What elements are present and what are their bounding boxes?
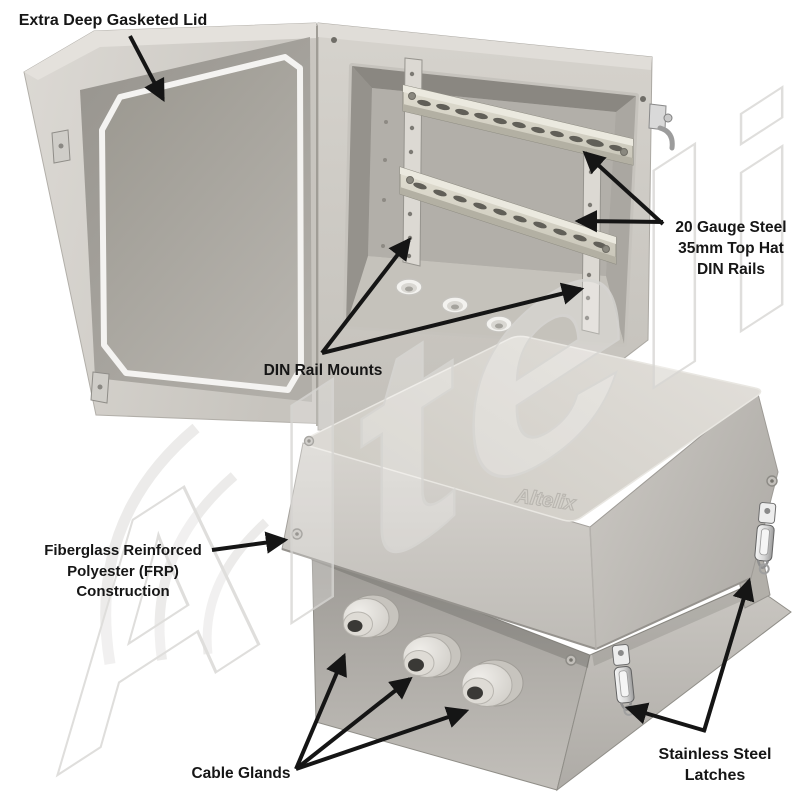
open-body-latch [648, 103, 675, 151]
arrow-gland-1 [294, 652, 347, 770]
arrow-din-mount-left [320, 237, 412, 355]
closed-enclosure: Altelix [281, 335, 792, 792]
callout-gasketed-lid: Extra Deep Gasketed Lid [8, 10, 218, 31]
callout-cable-glands-label: Cable Glands [191, 765, 291, 782]
arrow-din-rail-bottom [574, 210, 664, 233]
arrow-gasketed-lid [128, 35, 165, 102]
interior-floor [346, 256, 624, 344]
arrow-latch-lower [624, 702, 707, 733]
latch-upper [754, 502, 777, 575]
arrow-gland-3 [295, 706, 470, 771]
callout-latches-line1: Stainless Steel [658, 746, 772, 763]
arrow-gland-2 [294, 676, 413, 771]
arrow-latch-upper [702, 577, 755, 732]
callout-frp-line3: Construction [76, 583, 170, 600]
callout-latches-line2: Latches [684, 767, 746, 784]
arrow-din-mount-right [321, 282, 585, 355]
callout-gasketed-lid-label: Extra Deep Gasketed Lid [18, 12, 208, 29]
callout-din-rails-line3: DIN Rails [696, 261, 766, 278]
rim-screw [640, 96, 646, 102]
lid-floor [102, 57, 301, 390]
callout-stainless-latches: Stainless Steel Latches [640, 744, 790, 786]
callout-din-rail-mounts-label: DIN Rail Mounts [263, 362, 383, 379]
cable-gland-1 [342, 594, 400, 638]
cable-gland-2 [402, 632, 462, 678]
interior-cable-gland [441, 296, 469, 314]
callout-din-rails: 20 Gauge Steel 35mm Top Hat DIN Rails [650, 217, 800, 280]
callout-frp-line2: Polyester (FRP) [67, 562, 179, 580]
arrow-frp [211, 531, 289, 554]
callout-din-rail-mounts: DIN Rail Mounts [258, 360, 388, 381]
lid-gasket [99, 54, 304, 393]
interior-cable-gland [395, 278, 423, 296]
callout-cable-glands: Cable Glands [185, 763, 297, 784]
lid-latch-keeper [51, 129, 71, 164]
interior-cable-gland [485, 315, 513, 333]
watermark-arcs [100, 423, 270, 665]
callout-frp-construction: Fiberglass Reinforced Polyester (FRP) Co… [25, 541, 221, 603]
callout-din-rails-line2: 35mm Top Hat [678, 240, 784, 257]
open-lid [23, 22, 332, 425]
arrow-din-rail-top [582, 150, 665, 226]
latch-lower [611, 643, 635, 716]
lid-flange-screws [291, 435, 778, 666]
din-rail-top [402, 84, 634, 166]
callout-din-rails-line1: 20 Gauge Steel [675, 219, 787, 236]
callout-arrows [128, 35, 755, 771]
callout-frp-line1: Fiberglass Reinforced [44, 542, 202, 559]
lid-latch-keeper [90, 371, 110, 404]
rim-screw [331, 37, 337, 43]
cable-gland-3 [461, 659, 524, 707]
closed-lid: Altelix [281, 335, 779, 666]
din-rail-bottom [399, 166, 617, 265]
